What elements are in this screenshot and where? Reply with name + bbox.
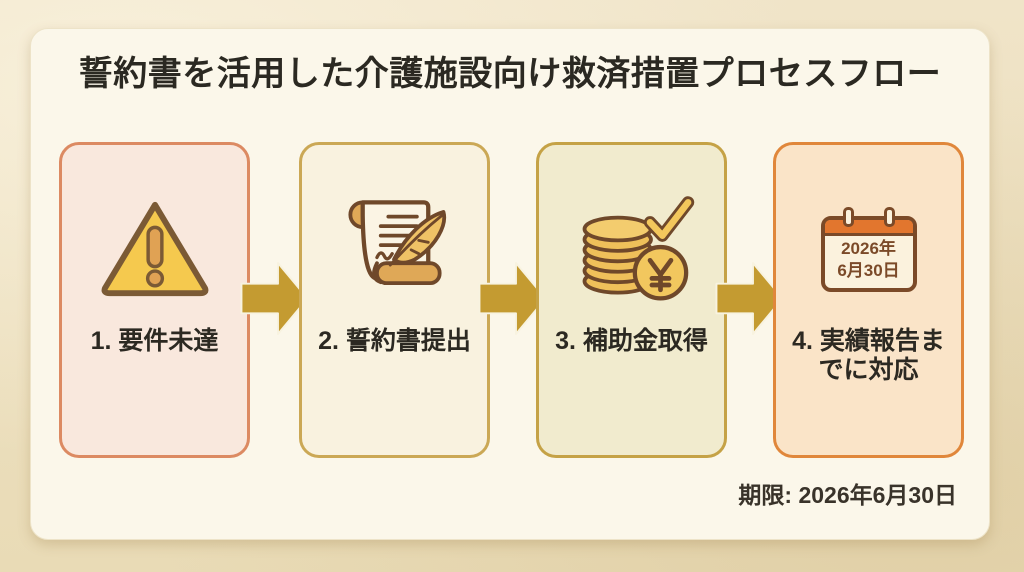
flow-step-label-2: 2. 誓約書提出 (318, 327, 471, 355)
flow-step-label-4: 4. 実績報告までに対応 (792, 327, 945, 384)
page-title: 誓約書を活用した介護施設向け救済措置プロセスフロー (78, 55, 942, 93)
right-arrow-icon (715, 261, 784, 336)
flow-step-card-3: 3. 補助金取得 (536, 142, 727, 458)
right-arrow-icon (478, 261, 547, 336)
pledge-document-quill-icon (302, 193, 487, 303)
flow-step-label-3: 3. 補助金取得 (555, 327, 708, 355)
flow-step-label-1: 1. 要件未達 (90, 327, 219, 355)
flow-step-card-4: 2026年 6月30日 4. 実績報告までに対応 (773, 142, 964, 458)
deadline-calendar-icon: 2026年 6月30日 (776, 193, 961, 303)
calendar-day-line: 6月30日 (837, 261, 900, 281)
coins-yen-check-icon (539, 193, 724, 303)
flow-step-card-1: 1. 要件未達 (59, 142, 250, 458)
calendar-header-band (824, 220, 913, 236)
calendar-body: 2026年 6月30日 (820, 207, 917, 292)
calendar-date-text: 2026年 6月30日 (825, 238, 913, 282)
calendar-ring-icon (883, 207, 895, 227)
calendar-year-line: 2026年 (841, 239, 896, 258)
flow-step-card-2: 2. 誓約書提出 (299, 142, 490, 458)
warning-triangle-icon (62, 193, 247, 303)
right-arrow-icon (240, 261, 309, 336)
deadline-note: 期限: 2026年6月30日 (738, 482, 957, 508)
calendar-ring-icon (842, 207, 854, 227)
